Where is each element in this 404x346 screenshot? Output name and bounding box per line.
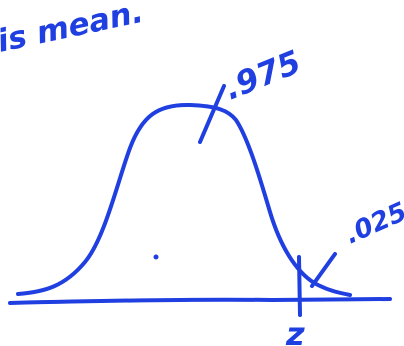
tail-area-label: .025 [341, 197, 404, 251]
critical-value-line [297, 255, 302, 317]
top-note-text: is mean. [0, 0, 146, 60]
upper-area-label: .975 [219, 43, 306, 108]
mean-slash-mark [198, 84, 226, 144]
bell-curve [16, 102, 352, 297]
critical-value-label: z [285, 315, 305, 346]
baseline-axis [8, 297, 392, 305]
ink-dot [153, 254, 159, 260]
tail-pointer-line [310, 252, 337, 288]
